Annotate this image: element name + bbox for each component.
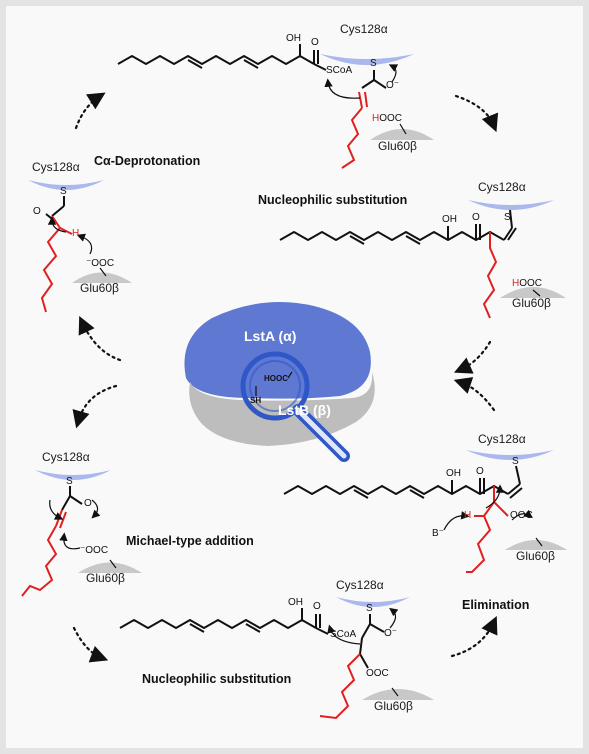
elimination-red-oc — [493, 501, 509, 517]
right-substrate — [279, 209, 517, 245]
cys-label-right: Cys128α — [478, 180, 526, 194]
left-glu-bond — [99, 267, 107, 277]
step-label-nucleophilic-bottom: Nucleophilic substitution — [142, 672, 292, 686]
michael-red-chain — [21, 509, 67, 597]
left-substrate — [45, 196, 65, 223]
cys-cap-right — [468, 200, 554, 210]
bottom-s: S — [366, 603, 373, 614]
michael-o: O — [84, 498, 92, 509]
left-s: S — [60, 186, 67, 197]
cys-cap-mid-right — [466, 450, 554, 460]
top-substrate — [117, 44, 327, 71]
left-h: H — [72, 228, 80, 239]
bottom-enolate — [359, 614, 385, 669]
cys-cap-left — [28, 180, 104, 190]
elimination-arrow-1 — [443, 511, 470, 531]
elimination-substrate — [283, 465, 523, 499]
step-label-michael: Michael-type addition — [126, 534, 254, 548]
top-red-chain — [341, 107, 363, 169]
bottom-oh: OH — [288, 597, 303, 608]
michael-arrow-1 — [91, 499, 101, 519]
michael-s: S — [66, 476, 73, 487]
cys-label-mid-right: Cys128α — [478, 432, 526, 446]
right-oh: OH — [442, 214, 457, 225]
top-arrow-2 — [388, 64, 399, 83]
elimination-s: S — [512, 456, 519, 467]
glu-label-bottom: Glu60β — [374, 699, 413, 713]
michael-substrate — [61, 486, 83, 511]
bottom-glu-bond — [391, 687, 399, 697]
top-glu-bond — [399, 123, 407, 135]
left-arrow-1 — [76, 233, 93, 255]
step-label-deprotonation: Cα-Deprotonation — [94, 154, 201, 168]
elimination-ooc: OOC — [510, 510, 533, 521]
elimination-arrow-3 — [511, 509, 533, 521]
elimination-o: O — [476, 466, 484, 477]
bottom-red-chain — [319, 653, 361, 720]
bottom-o-minus: O⁻ — [384, 628, 398, 639]
bottom-o: O — [313, 601, 321, 612]
right-o: O — [472, 212, 480, 223]
center-hooc: HOOC — [264, 374, 288, 383]
lstb-protein — [189, 372, 375, 446]
cys-cap-mid-left — [35, 470, 111, 480]
top-arrow-1 — [324, 78, 361, 99]
cys-label-left: Cys128α — [32, 160, 80, 174]
glu-label-top: Glu60β — [378, 139, 417, 153]
michael-arrow-3 — [59, 532, 81, 550]
center-active-site — [255, 371, 293, 396]
right-glu-bond — [532, 289, 541, 297]
top-o: O — [311, 37, 319, 48]
michael-arrow-2 — [49, 499, 64, 520]
glu-label-left: Glu60β — [80, 281, 119, 295]
glu-label-mid-right: Glu60β — [516, 549, 555, 563]
right-s: S — [504, 212, 511, 223]
bottom-scoa: SCoA — [330, 629, 357, 640]
lsta-protein — [184, 302, 371, 399]
cys-label-top: Cys128α — [340, 22, 388, 36]
left-h-bond — [59, 227, 73, 235]
elimination-glu-bond — [535, 537, 543, 547]
elimination-red-chain — [466, 486, 495, 573]
cys-label-bottom: Cys128α — [336, 578, 384, 592]
left-arrow-2 — [47, 216, 67, 233]
center-sh: SH — [250, 396, 262, 405]
michael-ooc: ⁻OOC — [80, 545, 109, 556]
cys-cap-bottom — [336, 597, 410, 607]
step-label-nucleophilic-top: Nucleophilic substitution — [258, 193, 408, 207]
top-hooc: HOOC — [372, 113, 403, 124]
top-o-minus: O⁻ — [386, 80, 400, 91]
bottom-arrow-2 — [389, 607, 399, 629]
top-scoa: SCoA — [326, 65, 353, 76]
lsta-label: LstA (α) — [244, 328, 297, 344]
right-red-chain — [482, 232, 498, 319]
lstb-label: LstB (β) — [278, 402, 331, 418]
elimination-h: H — [464, 510, 472, 521]
glu-caps — [72, 129, 567, 700]
top-oh: OH — [286, 33, 301, 44]
glu-label-mid-left: Glu60β — [86, 571, 125, 585]
bottom-arrow-1 — [327, 624, 361, 645]
elimination-oh: OH — [446, 468, 461, 479]
elimination-arrow-2 — [485, 484, 505, 509]
bottom-substrate — [119, 608, 329, 635]
cys-label-mid-left: Cys128α — [42, 450, 90, 464]
cycle-arrows — [72, 92, 499, 663]
top-enolate — [358, 70, 387, 109]
elimination-base: B⁻ — [432, 528, 444, 539]
glu-label-right: Glu60β — [512, 296, 551, 310]
magnifier-icon — [240, 351, 350, 462]
left-ooc: ⁻OOC — [86, 258, 115, 269]
bottom-ooc: OOC — [366, 668, 389, 679]
left-red-chain — [40, 215, 62, 313]
top-s: S — [370, 58, 377, 69]
step-label-elimination: Elimination — [462, 598, 530, 612]
cys-cap-top — [320, 54, 414, 65]
michael-glu-bond — [109, 559, 117, 569]
left-o: O — [33, 206, 41, 217]
right-hooc: HOOC — [512, 278, 543, 289]
